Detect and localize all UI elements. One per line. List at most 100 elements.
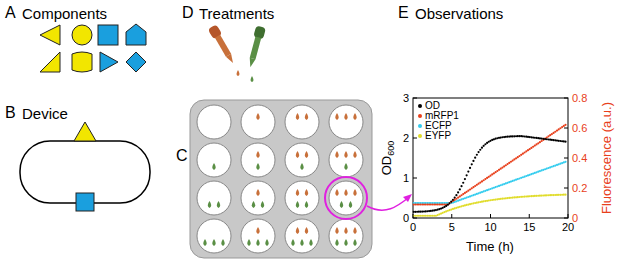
drop	[256, 113, 260, 120]
panel-title: Treatments	[199, 6, 274, 21]
drop	[265, 239, 269, 246]
tick-label: 20	[562, 222, 574, 233]
tick-label: 3	[403, 93, 409, 104]
legend-swatch	[418, 104, 422, 108]
data-dot	[564, 161, 566, 163]
drop	[203, 239, 207, 246]
well	[241, 219, 275, 253]
tick	[564, 218, 568, 219]
drop	[344, 113, 348, 120]
tick-label: 0	[410, 222, 416, 233]
well	[241, 181, 275, 215]
drop	[256, 189, 260, 196]
legend-swatch	[418, 124, 422, 128]
drop	[256, 227, 260, 234]
drop	[305, 113, 309, 120]
tick-label: 0.6	[572, 123, 587, 134]
drop	[296, 151, 300, 158]
drop	[291, 239, 295, 246]
axis-title: OD600	[380, 141, 397, 176]
panel-title: Device	[22, 106, 68, 121]
tick	[490, 214, 491, 218]
drop	[344, 151, 348, 158]
data-dot	[481, 147, 483, 149]
drop	[212, 239, 216, 246]
tick-label: 1	[403, 173, 409, 184]
drop	[305, 227, 309, 234]
well	[197, 181, 231, 215]
data-dot	[479, 149, 481, 151]
legend-swatch	[418, 134, 422, 138]
drop	[247, 239, 251, 246]
drop	[353, 189, 357, 196]
drop	[305, 151, 309, 158]
tick	[564, 188, 568, 189]
data-dot	[477, 151, 479, 153]
panel-letter: C	[176, 148, 188, 164]
drop	[335, 113, 339, 120]
legend-text: mRFP1	[425, 111, 459, 121]
panel-letter: E	[398, 5, 409, 21]
panel-title: Observations	[415, 6, 503, 21]
well	[197, 143, 231, 177]
data-dot	[462, 182, 464, 184]
legend-swatch	[418, 114, 422, 118]
drop	[256, 163, 260, 170]
drop	[353, 227, 357, 234]
well	[285, 219, 319, 253]
tick-label: 2	[403, 133, 409, 144]
tick	[413, 218, 417, 219]
drop	[335, 227, 339, 234]
data-dot	[464, 178, 466, 180]
drop	[221, 239, 225, 246]
well	[285, 105, 319, 139]
data-dot	[564, 141, 566, 143]
axis-title-subscript: 600	[386, 141, 396, 156]
well	[329, 143, 363, 177]
data-dot	[459, 188, 461, 190]
well	[329, 105, 363, 139]
tick	[529, 214, 530, 218]
drop	[335, 189, 339, 196]
data-dot	[564, 124, 566, 126]
data-dot	[476, 154, 478, 156]
drop	[353, 239, 357, 246]
data-dot	[466, 174, 468, 176]
drop	[344, 227, 348, 234]
drop	[217, 201, 221, 208]
data-dot	[483, 145, 485, 147]
drop	[340, 201, 344, 208]
legend-text: OD	[425, 101, 440, 111]
well	[329, 181, 363, 215]
drop	[344, 189, 348, 196]
drop	[305, 189, 309, 196]
drop	[296, 227, 300, 234]
tick	[564, 98, 568, 99]
drop	[296, 189, 300, 196]
tick-label: 0	[403, 213, 409, 224]
tick-label: 0.4	[572, 153, 587, 164]
data-dot	[472, 160, 474, 162]
data-dot	[469, 167, 471, 169]
well	[285, 181, 319, 215]
legend-text: EYFP	[425, 131, 451, 141]
drop	[252, 201, 256, 208]
tick-label: 0.8	[572, 93, 587, 104]
well	[241, 143, 275, 177]
drop	[212, 163, 216, 170]
drop	[353, 151, 357, 158]
axis-title: Fluorescence (a.u.)	[600, 102, 613, 214]
drop	[309, 239, 313, 246]
device	[20, 122, 150, 211]
data-dot	[457, 191, 459, 193]
drop	[296, 201, 300, 208]
tick	[413, 98, 417, 99]
drop	[300, 239, 304, 246]
tick	[564, 128, 568, 129]
highlight	[325, 177, 412, 219]
drop	[261, 201, 265, 208]
tick	[413, 214, 414, 218]
axis-title: Time (h)	[466, 240, 514, 253]
tick-label: 15	[523, 222, 535, 233]
drop	[335, 239, 339, 246]
